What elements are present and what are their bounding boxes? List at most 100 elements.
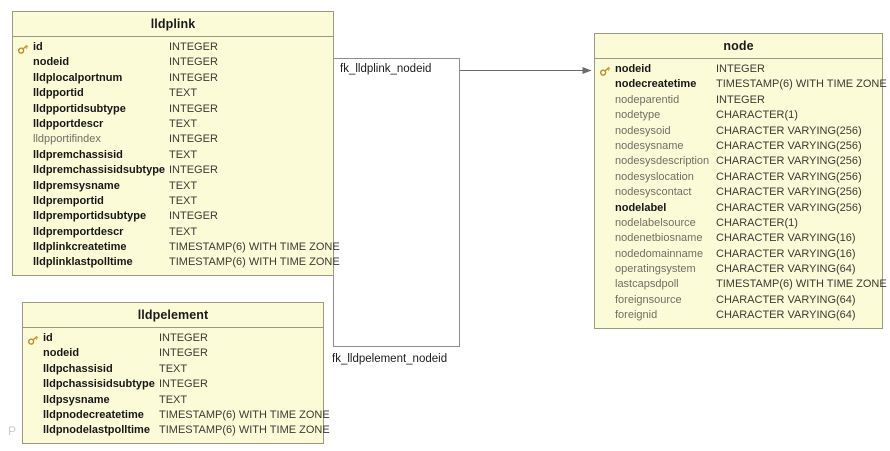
column-name: lastcapsdpoll (615, 278, 679, 291)
column-type: INTEGER (169, 102, 218, 115)
column-type: TEXT (169, 87, 198, 100)
column-type: TEXT (169, 225, 198, 238)
primary-key-icon (13, 40, 33, 55)
column-type: TIMESTAMP(6) WITH TIME ZONE (159, 408, 330, 421)
column-type: INTEGER (169, 133, 218, 146)
column-name: lldpchassisidsubtype (43, 378, 155, 391)
column-row: lldpremportidsubtype INTEGER (13, 209, 333, 224)
column-type: TEXT (169, 148, 198, 161)
relationship-label-fk-lldplink-nodeid[interactable]: fk_lldplink_nodeid (340, 63, 432, 75)
column-type: CHARACTER VARYING(16) (716, 247, 856, 260)
column-type: INTEGER (716, 62, 765, 75)
column-type: INTEGER (169, 56, 218, 69)
column-type: CHARACTER VARYING(64) (716, 309, 856, 322)
column-row: nodetype CHARACTER(1) (595, 108, 882, 123)
column-name: id (43, 332, 53, 344)
column-name: nodelabelsource (615, 216, 696, 229)
column-name: lldpremportidsubtype (33, 210, 147, 223)
column-name: lldpremportid (33, 194, 104, 207)
column-type: TIMESTAMP(6) WITH TIME ZONE (169, 241, 340, 254)
column-type: TEXT (169, 117, 198, 130)
column-name: nodeid (615, 63, 652, 75)
column-row: lastcapsdpoll TIMESTAMP(6) WITH TIME ZONE (595, 277, 887, 292)
column-row: foreignid CHARACTER VARYING(64) (595, 308, 882, 323)
column-type: INTEGER (716, 93, 765, 106)
column-type: TIMESTAMP(6) WITH TIME ZONE (169, 256, 340, 269)
column-row: lldpremchassisid TEXT (13, 148, 333, 163)
column-name: nodesyslocation (615, 170, 694, 183)
column-row: lldpportifindex INTEGER (13, 132, 333, 147)
column-type: INTEGER (169, 71, 218, 84)
column-name: lldpportifindex (33, 133, 101, 146)
column-type: CHARACTER(1) (716, 109, 798, 122)
column-name: nodeparentid (615, 93, 680, 106)
column-row: lldpremportdescr TEXT (13, 225, 333, 240)
column-name: lldplinkcreatetime (33, 241, 127, 254)
column-name: nodeid (43, 347, 80, 360)
column-name: nodesysdescription (615, 155, 710, 168)
column-type: CHARACTER VARYING(256) (716, 201, 862, 214)
column-type: INTEGER (169, 164, 218, 177)
column-type: TEXT (159, 362, 188, 375)
column-name: id (33, 41, 43, 53)
column-row: lldpremportid TEXT (13, 194, 333, 209)
column-type: TEXT (159, 393, 188, 406)
column-type: INTEGER (169, 210, 218, 223)
column-row: nodeid INTEGER (23, 346, 323, 361)
column-row: lldpchassisid TEXT (23, 362, 323, 377)
column-type: TIMESTAMP(6) WITH TIME ZONE (159, 424, 330, 437)
column-name: lldpremchassisid (33, 148, 123, 161)
column-type: CHARACTER VARYING(256) (716, 186, 862, 199)
entity-title-lldplink: lldplink (13, 12, 333, 37)
column-name: nodetype (615, 109, 661, 122)
column-name: nodenetbiosname (615, 232, 703, 245)
column-name: nodeid (33, 56, 70, 69)
column-type: TIMESTAMP(6) WITH TIME ZONE (716, 278, 887, 291)
column-row: nodeid INTEGER (13, 55, 333, 70)
column-name: lldpnodelastpolltime (43, 424, 150, 437)
column-row: lldpnodelastpolltime TIMESTAMP(6) WITH TI… (23, 423, 330, 438)
relationship-box-fk-lldplink-nodeid[interactable] (333, 58, 460, 347)
relationship-label-fk-lldpelement-nodeid[interactable]: fk_lldpelement_nodeid (332, 353, 448, 365)
entity-title-node: node (595, 34, 882, 59)
column-type: CHARACTER VARYING(64) (716, 293, 856, 306)
watermark-text: P (8, 424, 17, 438)
column-row: nodesyscontact CHARACTER VARYING(256) (595, 185, 882, 200)
column-row: id INTEGER (13, 40, 333, 55)
column-name: foreignid (615, 309, 658, 322)
column-type: INTEGER (159, 347, 208, 360)
column-name: lldpchassisid (43, 362, 113, 375)
column-type: INTEGER (169, 40, 218, 53)
column-row: lldpportdescr TEXT (13, 117, 333, 132)
column-name: lldpportdescr (33, 117, 104, 130)
column-type: CHARACTER VARYING(256) (716, 124, 862, 137)
column-name: operatingsystem (615, 263, 696, 276)
column-name: nodesyscontact (615, 186, 692, 199)
column-type: TEXT (169, 194, 198, 207)
column-row: lldplinkcreatetime TIMESTAMP(6) WITH TIME… (13, 240, 340, 255)
column-name: lldpremportdescr (33, 225, 124, 238)
